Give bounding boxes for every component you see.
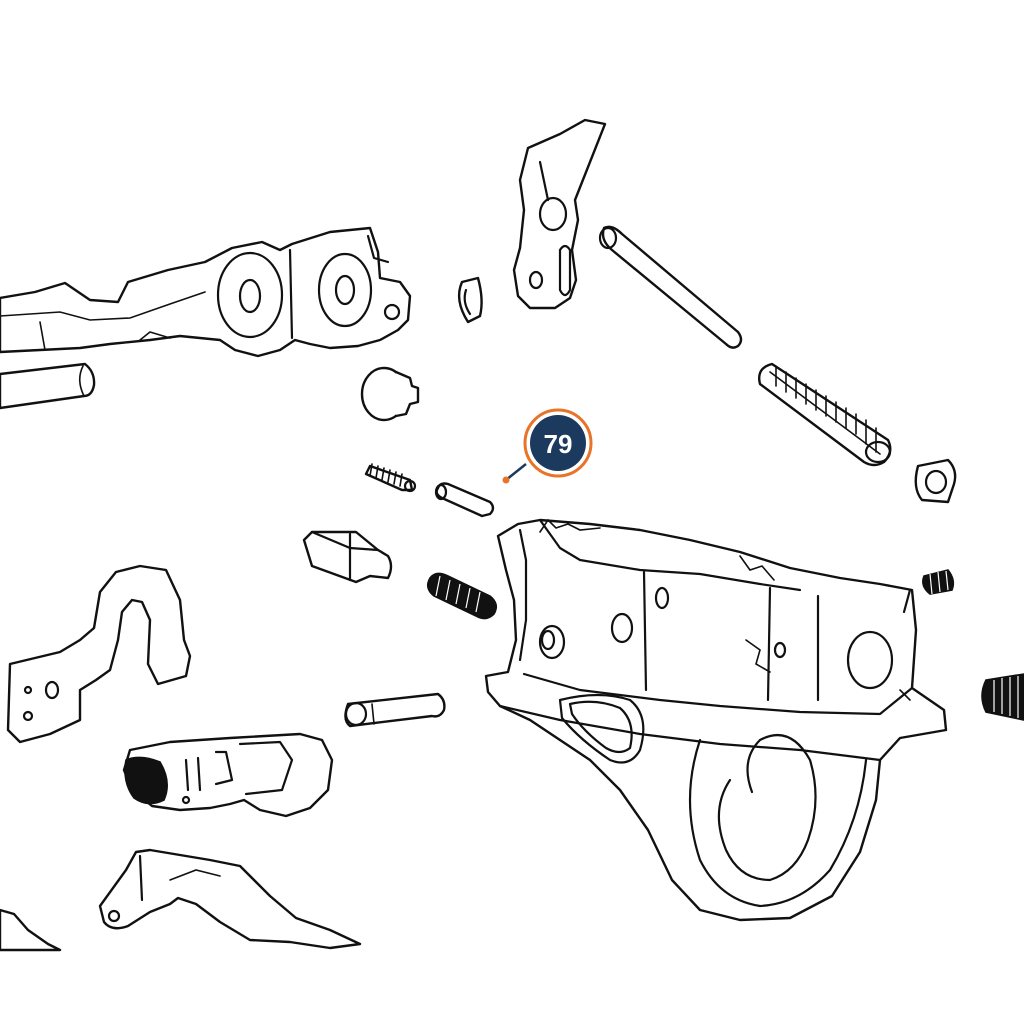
spring-washer[interactable]	[914, 458, 957, 504]
callout-label: 79	[544, 429, 573, 459]
hammer-strut-rod[interactable]	[598, 225, 743, 349]
receiver-bar[interactable]	[98, 848, 362, 950]
set-screw[interactable]	[922, 569, 955, 595]
button[interactable]	[360, 366, 420, 422]
pin[interactable]	[434, 482, 495, 518]
hammer-spring[interactable]	[758, 362, 892, 467]
small-spring[interactable]	[364, 463, 417, 493]
guard-lever[interactable]	[0, 908, 62, 952]
hammer[interactable]	[512, 118, 607, 310]
callout-leader-dot	[502, 476, 510, 484]
trigger-lever[interactable]	[6, 564, 192, 744]
sleeve-pin[interactable]	[344, 692, 446, 728]
callout-badge	[530, 415, 586, 471]
carrier-release[interactable]	[122, 732, 334, 818]
receiver-side-plate[interactable]	[0, 226, 412, 358]
d-ring[interactable]	[457, 276, 483, 324]
callout-79[interactable]: 79	[502, 408, 593, 484]
safety-block[interactable]	[302, 530, 393, 584]
trigger-guard-housing[interactable]	[484, 518, 948, 922]
threaded-rod[interactable]	[981, 673, 1024, 721]
coil-spring[interactable]	[426, 572, 498, 620]
rod[interactable]	[0, 362, 96, 410]
